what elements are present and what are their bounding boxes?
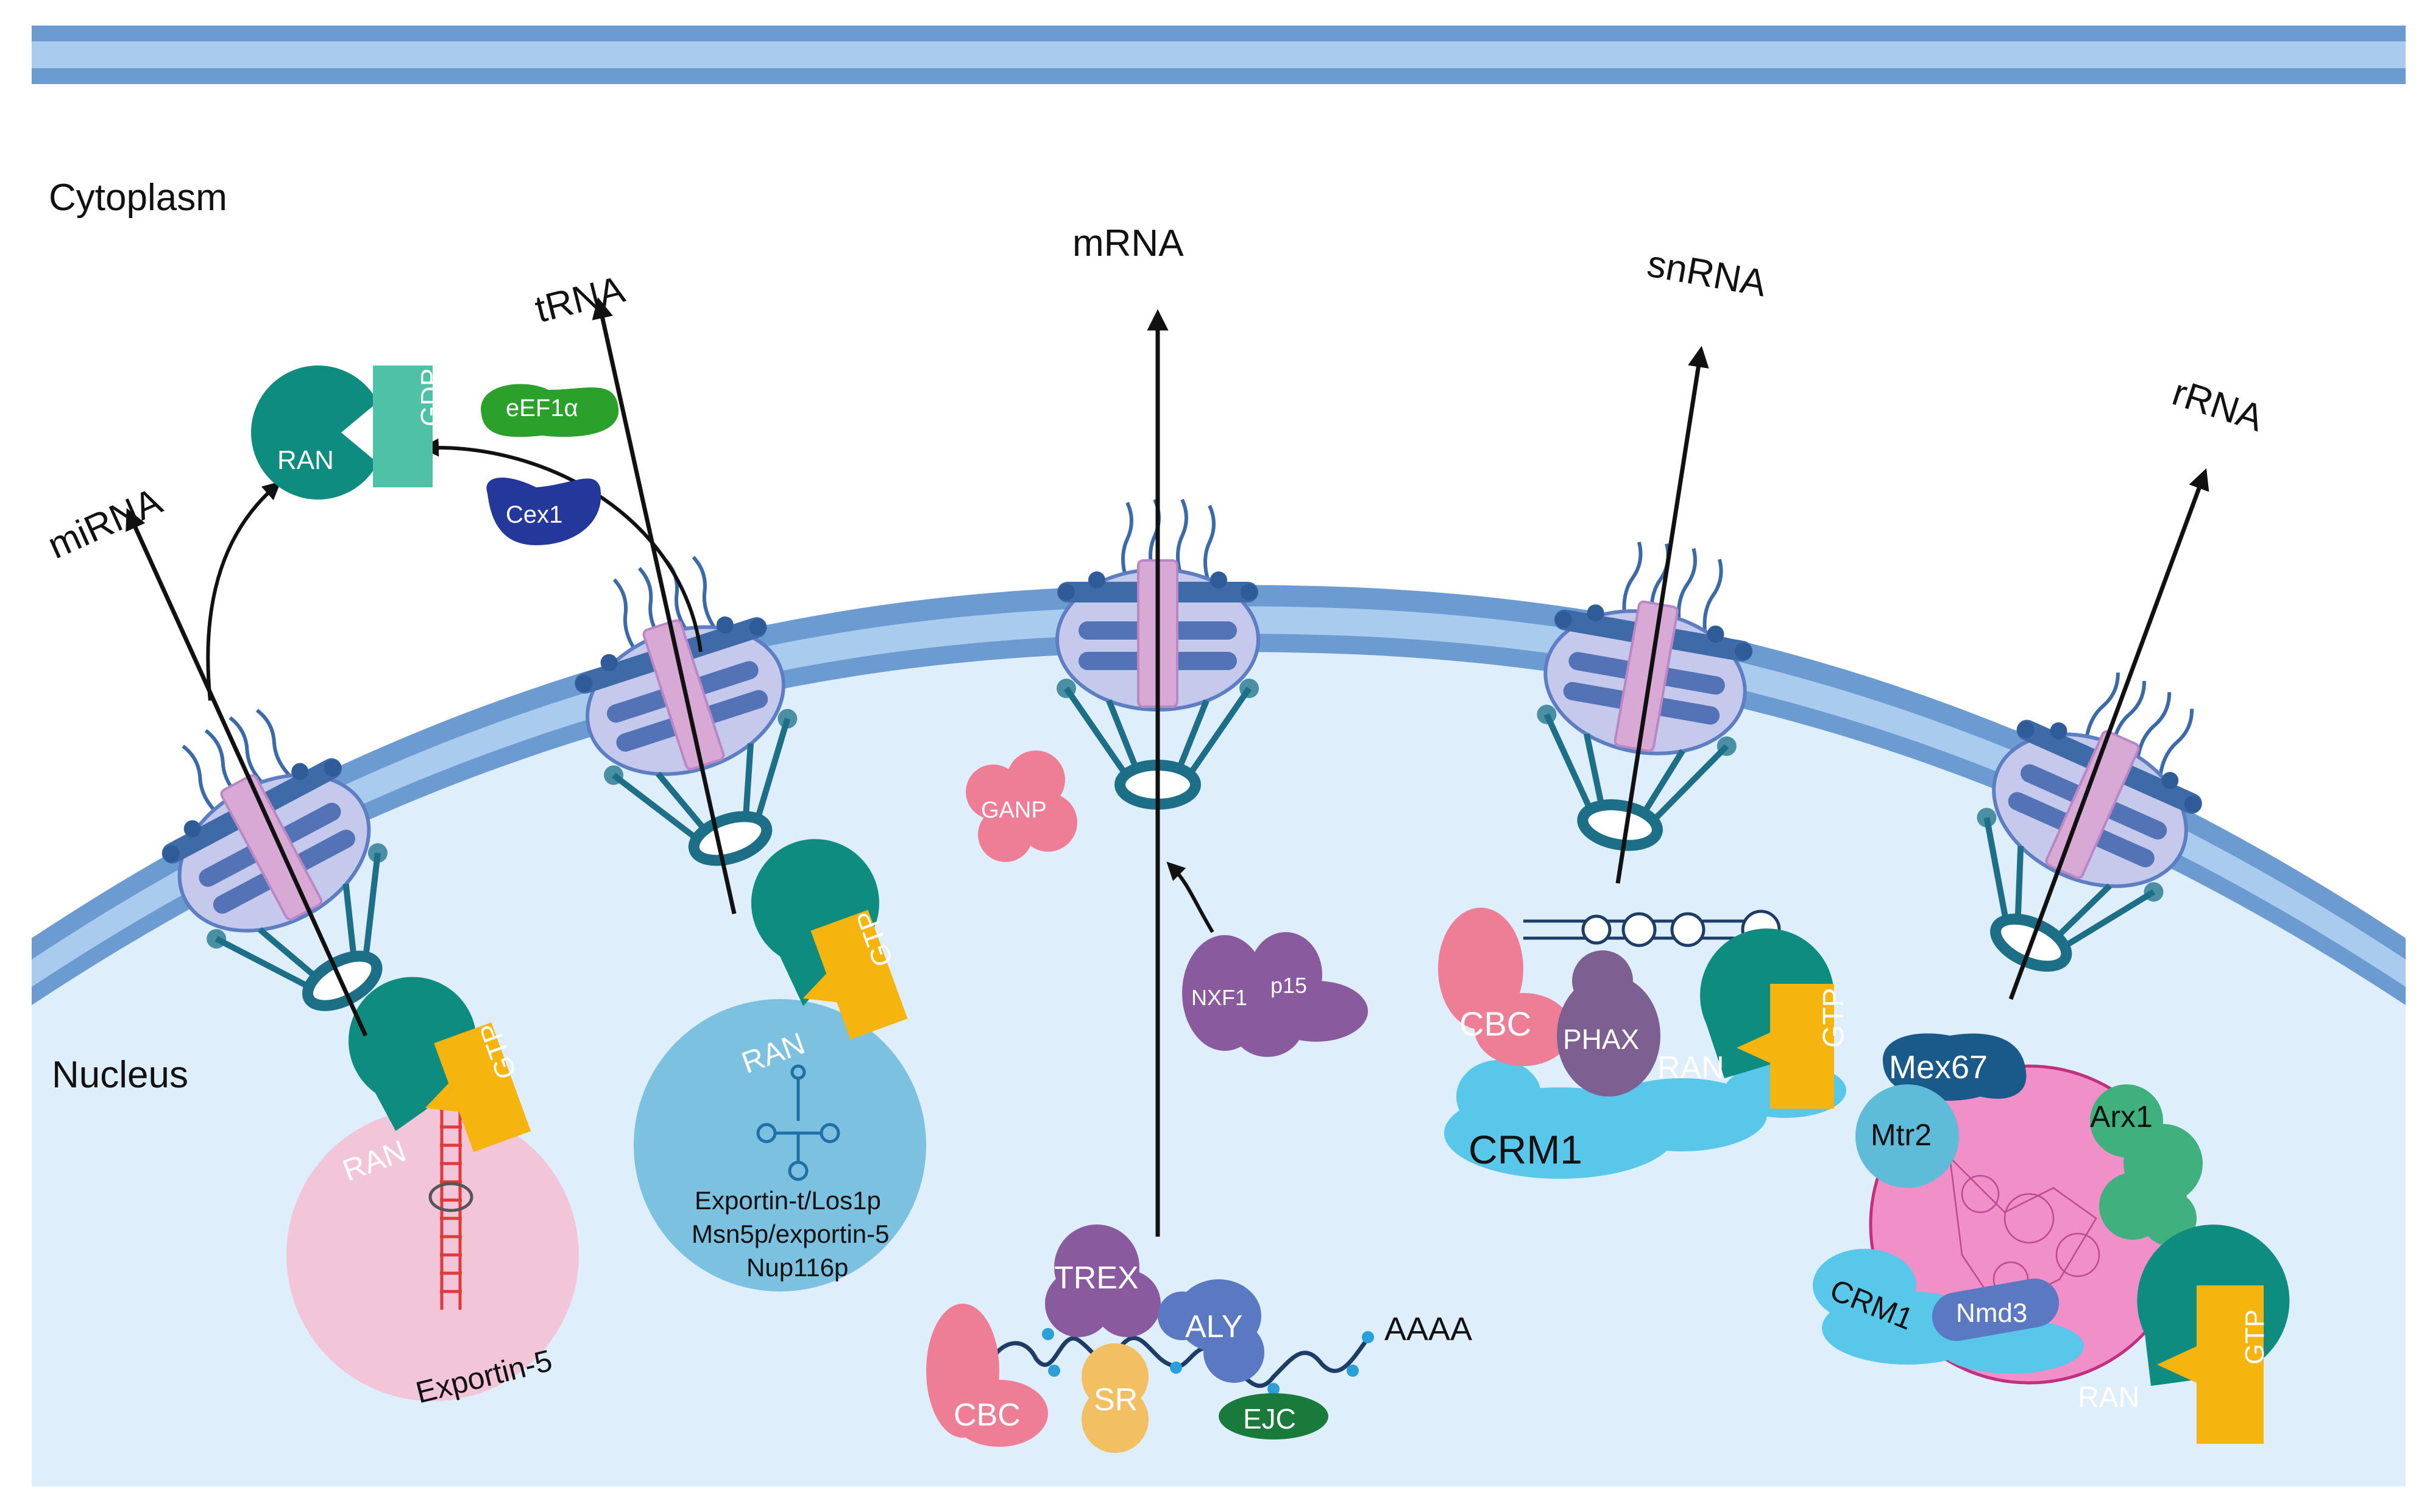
sr-label: SR: [1094, 1382, 1138, 1418]
mrna-strand: [985, 1332, 1373, 1388]
gtp-label-rrna: GTP: [2240, 1310, 2270, 1365]
cbc-mrna-label: CBC: [954, 1397, 1021, 1433]
mrna-label: mRNA: [1072, 222, 1184, 264]
phax-label: PHAX: [1563, 1023, 1639, 1055]
gdp-label: GDP: [416, 369, 445, 426]
mtr2-protein: [1855, 1084, 1959, 1188]
ran-protein-trna: [751, 839, 879, 1006]
trna-export-arrow: [592, 297, 737, 914]
exportin-t-label-1: Exportin-t/Los1p: [695, 1186, 881, 1215]
ran-label-rrna: RAN: [2078, 1382, 2139, 1414]
gdp-box: [373, 366, 433, 487]
nmd3-label: Nmd3: [1956, 1298, 2027, 1328]
ran-label-snrna: RAN: [1657, 1050, 1724, 1086]
gtp-box-trna: [810, 910, 908, 1040]
phax-protein: [1557, 950, 1660, 1097]
sr-protein: [1082, 1343, 1149, 1453]
ran-recycle-arrow-2: [420, 438, 703, 652]
snrna-export-arrow: [1615, 345, 1709, 884]
ganp-protein: [966, 751, 1077, 862]
gtp-box-snrna: [1737, 984, 1834, 1109]
mex67-protein: [1883, 1033, 2027, 1101]
p15-label: p15: [1270, 973, 1307, 998]
mirna-export-arrow: [126, 508, 368, 1037]
ran-gdp-protein: [251, 365, 378, 500]
aly-protein: [1158, 1279, 1264, 1383]
ejc-label: EJC: [1243, 1403, 1296, 1435]
rrna-export-arrow: [2008, 468, 2209, 1000]
cytoplasm-label: Cytoplasm: [49, 177, 227, 219]
exportin-t-label-3: Nup116p: [746, 1253, 848, 1282]
nucleoplasm: [32, 652, 2406, 1486]
aly-label: ALY: [1185, 1309, 1242, 1344]
trex-label: TREX: [1054, 1260, 1139, 1296]
ran-recycle-arrow-1: [206, 481, 282, 701]
cbc-snrna-label: CBC: [1459, 1005, 1531, 1043]
polya-tail-label: AAAA: [1384, 1311, 1472, 1348]
gtp-label-snrna: GTP: [1818, 987, 1850, 1048]
nmd3-protein: [1932, 1278, 2060, 1341]
exportin-t-carrier: [634, 999, 926, 1291]
ejc-protein: [1219, 1393, 1328, 1440]
cex1-label: Cex1: [506, 501, 562, 528]
ganp-label: GANP: [981, 797, 1047, 823]
arx1-label: Arx1: [2090, 1100, 2153, 1134]
nxf1-label: NXF1: [1191, 985, 1247, 1010]
cbc-snrna-protein: [1438, 908, 1572, 1066]
eef1a-protein: [481, 384, 619, 437]
trna-cloverleaf-icon: [756, 1064, 840, 1181]
gtp-box-rrna: [2157, 1285, 2264, 1444]
eef1a-label: eEF1α: [506, 395, 578, 422]
crm1-snrna-label: CRM1: [1468, 1127, 1582, 1172]
nxf1-handoff-arrow: [1166, 861, 1214, 933]
exportin-t-label-2: Msn5p/exportin-5: [692, 1220, 890, 1248]
exportin5-carrier: [286, 1109, 579, 1401]
nucleus-label: Nucleus: [52, 1054, 188, 1096]
gtp-box: [434, 1022, 531, 1153]
mtr2-label: Mtr2: [1871, 1118, 1932, 1152]
cbc-mrna-protein: [926, 1304, 1048, 1447]
ran-gdp-ran-label: RAN: [277, 445, 334, 475]
trex-protein: [1045, 1224, 1161, 1337]
mex67-label: Mex67: [1889, 1049, 1988, 1086]
nxf1-p15-complex: [1182, 932, 1368, 1057]
cex1-protein: [486, 477, 601, 545]
